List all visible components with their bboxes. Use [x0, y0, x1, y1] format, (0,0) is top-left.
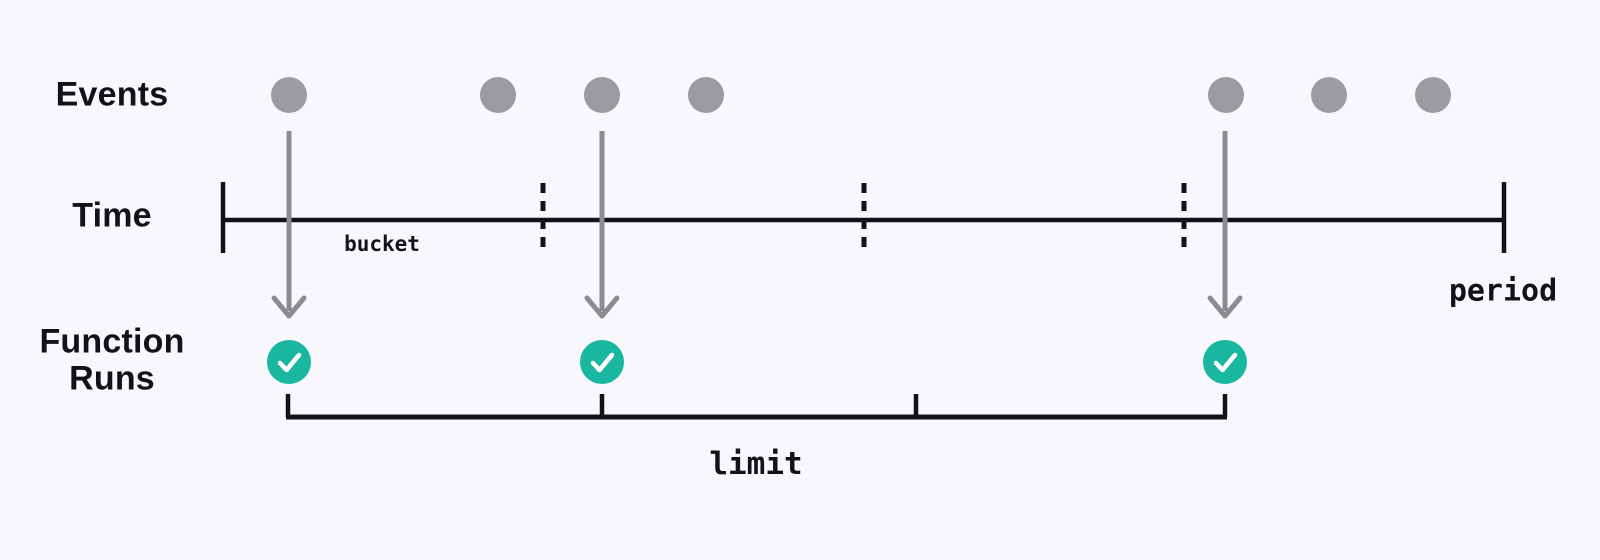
time-row-label: Time — [72, 196, 152, 235]
event-dot — [1208, 77, 1244, 113]
function-runs-row-label: Function Runs — [39, 322, 185, 398]
run-check-circle — [1203, 340, 1247, 384]
check-icon — [277, 352, 302, 373]
period-annotation: period — [1448, 273, 1558, 309]
event-dot — [480, 77, 516, 113]
events-row-label: Events — [55, 75, 169, 114]
check-icon — [1213, 352, 1238, 373]
event-dot — [1415, 77, 1451, 113]
limit-annotation: limit — [709, 446, 803, 482]
event-dot — [584, 77, 620, 113]
bucket-annotation: bucket — [344, 232, 420, 256]
event-dot — [271, 77, 307, 113]
event-dot — [688, 77, 724, 113]
event-dot — [1311, 77, 1347, 113]
arrow-head-icon — [271, 295, 307, 319]
check-icon — [590, 352, 615, 373]
run-check-circle — [267, 340, 311, 384]
arrow-head-icon — [1207, 295, 1243, 319]
arrow-head-icon — [584, 295, 620, 319]
run-check-circle — [580, 340, 624, 384]
